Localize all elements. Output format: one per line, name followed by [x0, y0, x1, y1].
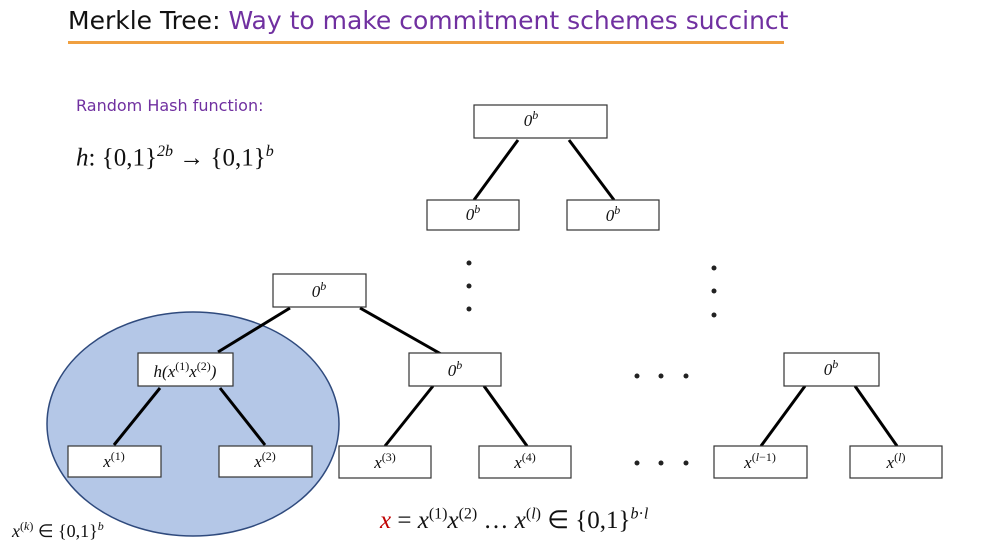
leaf-domain-formula: x(k) ∈ {0,1}b — [12, 519, 104, 541]
top-right-node — [566, 199, 660, 231]
mid-node — [408, 352, 502, 387]
leaf-1 — [67, 445, 162, 478]
top-left-node — [426, 199, 520, 231]
leaf-l — [849, 445, 943, 479]
node-boxes — [67, 104, 943, 479]
leaf-4 — [478, 445, 572, 479]
page-title: Merkle Tree: Way to make commitment sche… — [68, 6, 788, 35]
ellipsis-dots — [466, 260, 717, 466]
x-variable: x — [380, 507, 392, 534]
leaf-l-minus-1 — [713, 445, 808, 479]
title-accent: Way to make commitment schemes succinct — [228, 6, 789, 35]
hash-function-label: Random Hash function: — [76, 96, 264, 115]
subtree-root-node — [272, 273, 367, 308]
title-underline — [68, 41, 784, 44]
subtree-highlight — [46, 311, 340, 537]
hash-function-formula: h: {0,1}2b → {0,1}b — [76, 143, 274, 172]
title-prefix: Merkle Tree: — [68, 6, 229, 35]
top-root-node — [473, 104, 608, 139]
concatenation-formula: x = x(1)x(2) … x(l) ∈ {0,1}b·l — [380, 505, 649, 534]
leaf-3 — [338, 445, 432, 479]
tree-edges — [112, 139, 899, 447]
right-node — [783, 352, 880, 387]
leaf-2 — [218, 445, 313, 478]
hash-node — [137, 352, 234, 387]
